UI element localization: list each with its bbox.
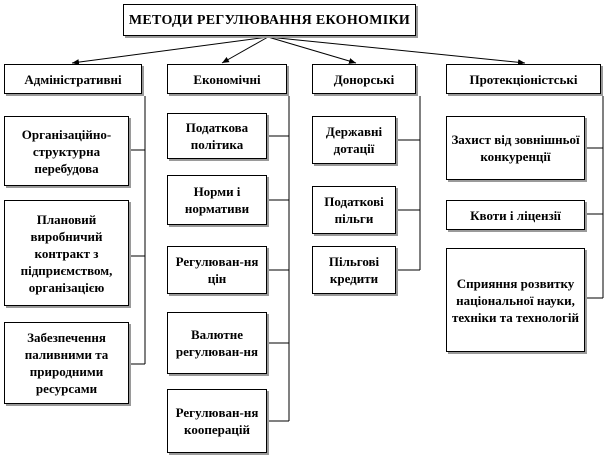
item-org-restructuring: Організаційно-структурна перебудова <box>4 116 129 186</box>
item-quotas-licenses: Квоти і ліцензії <box>446 200 585 230</box>
header-economic: Економічні <box>167 64 287 94</box>
header-donor: Донорські <box>312 64 416 94</box>
item-tax-benefits: Податкові пільги <box>312 186 396 234</box>
diagram-title: МЕТОДИ РЕГУЛЮВАННЯ ЕКОНОМІКИ <box>123 4 416 36</box>
header-administrative: Адміністративні <box>4 64 142 94</box>
item-state-subsidies: Державні дотації <box>312 116 396 164</box>
item-fuel-resources: Забезпечення паливними та природними рес… <box>4 322 129 404</box>
item-tax-policy: Податкова політика <box>167 113 267 159</box>
item-science-support: Сприяння розвитку національної науки, те… <box>446 248 585 352</box>
item-foreign-competition: Захист від зовнішньої конкуренції <box>446 116 585 180</box>
item-preferential-credits: Пільгові кредити <box>312 246 396 294</box>
item-planned-contract: Плановий виробничий контракт з підприємс… <box>4 200 129 306</box>
item-price-regulation: Регулюван-ня цін <box>167 246 267 294</box>
item-cooperation-regulation: Регулюван-ня кооперацій <box>167 389 267 453</box>
header-protectionist: Протекціоністські <box>446 64 601 94</box>
item-currency-regulation: Валютне регулюван-ня <box>167 312 267 374</box>
item-norms: Норми і нормативи <box>167 175 267 225</box>
